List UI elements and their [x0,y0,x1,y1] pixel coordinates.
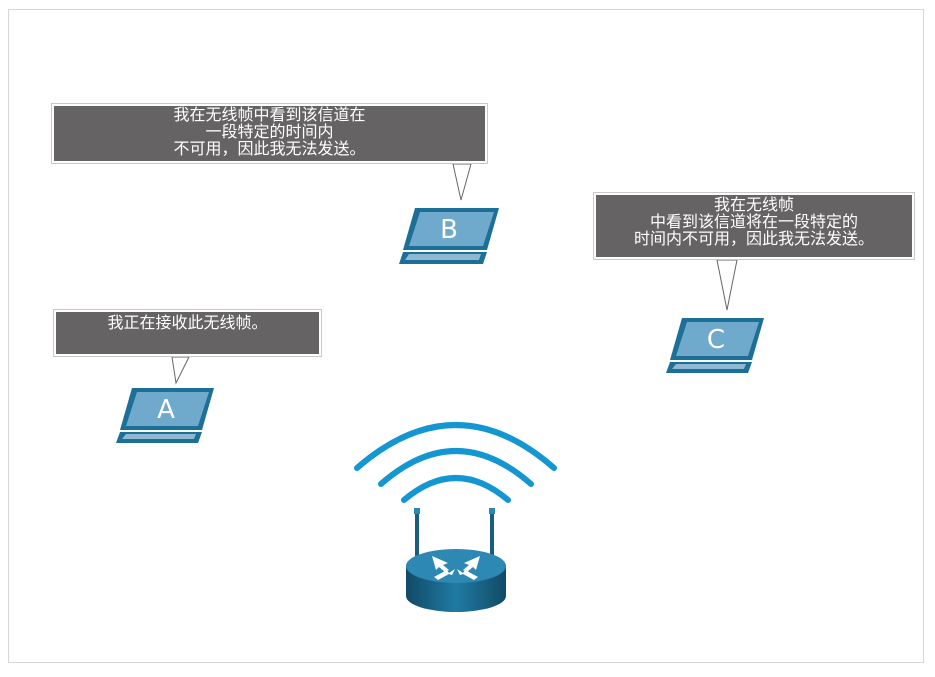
laptop-b-label: B [440,215,458,245]
bubble-c-line-2: 中看到该信道将在一段特定的 [649,212,858,231]
bubble-b-tail [452,163,472,201]
bubble-c-line-3: 时间内不可用，因此我无法发送。 [633,229,874,248]
laptop-b: B [399,208,499,264]
bubble-b-line-2: 一段特定的时间内 [205,122,334,141]
bubble-b-line-3: 不可用，因此我无法发送。 [173,139,366,158]
wireless-router-icon [406,508,506,612]
laptop-c-label: C [707,325,725,355]
speech-bubble-c: 我在无线帧 中看到该信道将在一段特定的 时间内不可用，因此我无法发送。 [593,192,915,260]
bubble-c-tail [716,259,738,311]
bubble-c-line-1: 我在无线帧 [713,195,794,214]
bubble-a-tail [171,356,190,385]
bubble-b-line-1: 我在无线帧中看到该信道在 [173,105,366,124]
laptop-a-label: A [157,395,175,425]
laptop-c: C [666,318,764,373]
laptop-a: A [116,388,214,443]
bubble-a-line-1: 我正在接收此无线帧。 [107,313,268,332]
speech-bubble-a: 我正在接收此无线帧。 [53,309,322,357]
speech-bubble-b: 我在无线帧中看到该信道在 一段特定的时间内 不可用，因此我无法发送。 [51,103,488,164]
wifi-signal-icon [354,422,557,503]
